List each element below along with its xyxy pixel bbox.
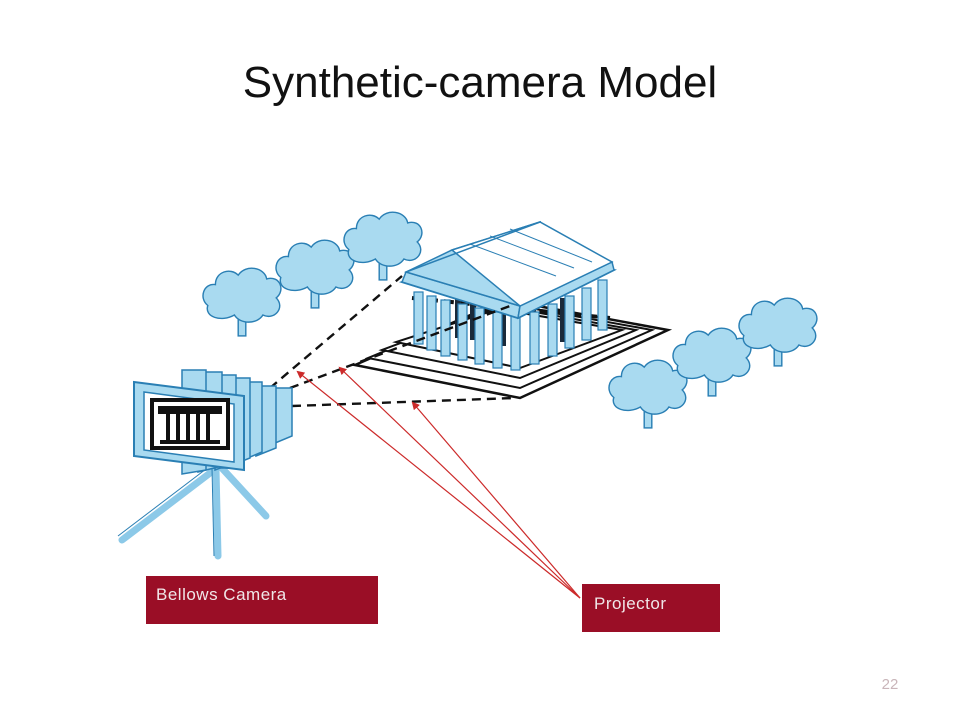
tree-icon <box>738 297 818 367</box>
slide-title: Synthetic-camera Model <box>242 58 718 107</box>
projector-rays <box>296 366 581 599</box>
tree-icon <box>202 267 282 337</box>
bellows-camera-icon <box>117 369 293 560</box>
temple-icon <box>350 220 673 400</box>
projector-label: Projector <box>582 584 720 632</box>
tree-icon <box>608 359 688 429</box>
projection-lines <box>269 275 516 408</box>
page-number: 22 <box>881 676 899 693</box>
tree-icon <box>275 239 355 309</box>
bellows-camera-label: Bellows Camera <box>146 576 378 624</box>
